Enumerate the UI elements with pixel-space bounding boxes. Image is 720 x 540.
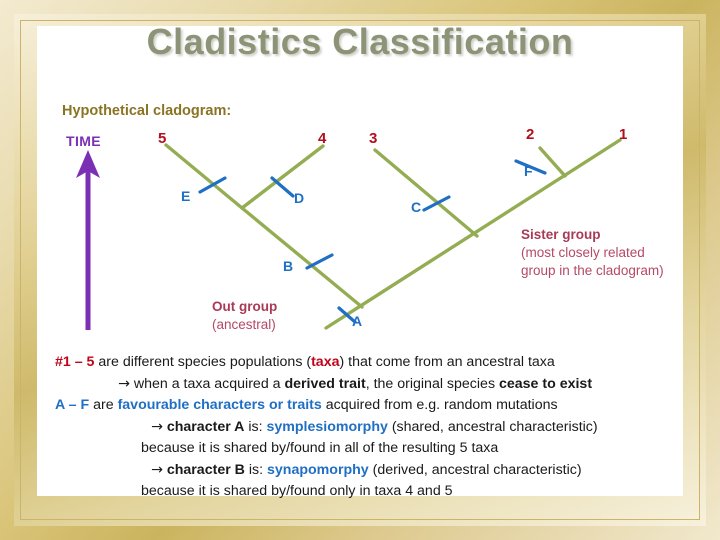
branch-a-to-clade-45 <box>240 206 364 309</box>
branch-taxon-2 <box>538 146 567 178</box>
explanation-line-4-e: (shared, ancestral characteristic) <box>387 418 598 435</box>
taxon-label-3: 3 <box>369 130 378 147</box>
callout-sister-group-sub-1: (most closely related <box>521 244 645 260</box>
character-label-E: E <box>181 188 191 204</box>
tick-character-B <box>305 253 334 270</box>
taxa-keyword: taxa <box>311 354 340 370</box>
tick-character-D <box>270 176 295 198</box>
explanation-line-6-e: (derived, ancestral characteristic) <box>368 461 582 478</box>
explanation-line-3-d: acquired from e.g. random mutations <box>321 397 558 414</box>
callout-sister-group-sub-2: group in the cladogram) <box>521 262 664 278</box>
slide-content-area <box>37 26 683 496</box>
explanation-line-7: because it is shared by/found only in ta… <box>141 483 453 500</box>
time-axis-label: TIME <box>66 133 102 149</box>
arrow-icon-2: → <box>151 418 163 435</box>
derived-trait-term: derived trait <box>284 375 366 392</box>
explanation-line-5: because it is shared by/found in all of … <box>141 440 499 457</box>
subtitle-hypothetical-cladogram: Hypothetical cladogram: <box>62 103 232 119</box>
time-arrow-icon <box>76 150 100 330</box>
cease-to-exist-term: cease to exist <box>498 375 593 392</box>
callout-out-group: Out group (ancestral) <box>212 298 277 334</box>
callout-out-group-sub: (ancestral) <box>212 316 276 332</box>
explanation-line-6-c: is: <box>244 461 267 478</box>
explanation-line-2-a: when a taxa acquired a <box>129 375 285 392</box>
callout-out-group-title: Out group <box>212 299 278 314</box>
callout-sister-group-title: Sister group <box>521 227 601 242</box>
explanation-line-3: A – F are favourable characters or trait… <box>55 395 675 417</box>
callout-sister-group: Sister group (most closely related group… <box>521 226 664 279</box>
symplesiomorphy-term: symplesiomorphy <box>266 418 388 435</box>
character-label-B: B <box>283 258 294 274</box>
explanation-line-2: → when a taxa acquired a derived trait, … <box>55 374 675 396</box>
favourable-characters-term: favourable characters or traits <box>117 397 322 414</box>
tick-character-A <box>337 306 357 324</box>
taxon-label-1: 1 <box>619 126 628 143</box>
tick-character-E <box>198 176 227 194</box>
synapomorphy-term: synapomorphy <box>267 461 369 478</box>
arrow-icon-1: → <box>118 375 130 392</box>
taxon-label-2: 2 <box>526 126 535 143</box>
tick-character-C <box>422 195 451 212</box>
taxon-label-4: 4 <box>318 130 327 147</box>
explanation-line-2-c: , the original species <box>365 375 499 392</box>
explanation-line-4: → character A is: symplesiomorphy (share… <box>55 417 675 439</box>
character-label-D: D <box>294 190 305 206</box>
branch-taxon-5 <box>164 143 244 210</box>
explanation-line-3-b: are <box>89 397 118 414</box>
taxon-label-5: 5 <box>158 130 167 147</box>
taxa-range-label: #1 – 5 <box>55 354 95 370</box>
explanation-line-1-b: are different species populations ( <box>94 354 312 370</box>
character-label-C: C <box>411 199 422 215</box>
arrow-icon-3: → <box>151 461 163 478</box>
explanation-line-1: #1 – 5 are different species populations… <box>55 352 675 374</box>
explanation-text-block: #1 – 5 are different species populations… <box>55 352 675 503</box>
character-label-A: A <box>352 313 363 329</box>
explanation-line-4-c: is: <box>244 418 267 435</box>
branch-taxon-3 <box>373 148 479 238</box>
character-b-term: character B <box>166 461 245 478</box>
slide-frame-inner-line <box>20 20 700 520</box>
character-range-label: A – F <box>55 397 90 414</box>
tick-character-F <box>514 159 547 175</box>
explanation-line-1-d: ) that come from an ancestral taxa <box>339 354 555 370</box>
character-a-term: character A <box>166 418 245 435</box>
branch-taxon-4 <box>240 144 325 210</box>
explanation-line-6: → character B is: synapomorphy (derived,… <box>55 460 675 482</box>
character-label-F: F <box>524 163 533 179</box>
page-title: Cladistics Classification <box>146 21 574 62</box>
